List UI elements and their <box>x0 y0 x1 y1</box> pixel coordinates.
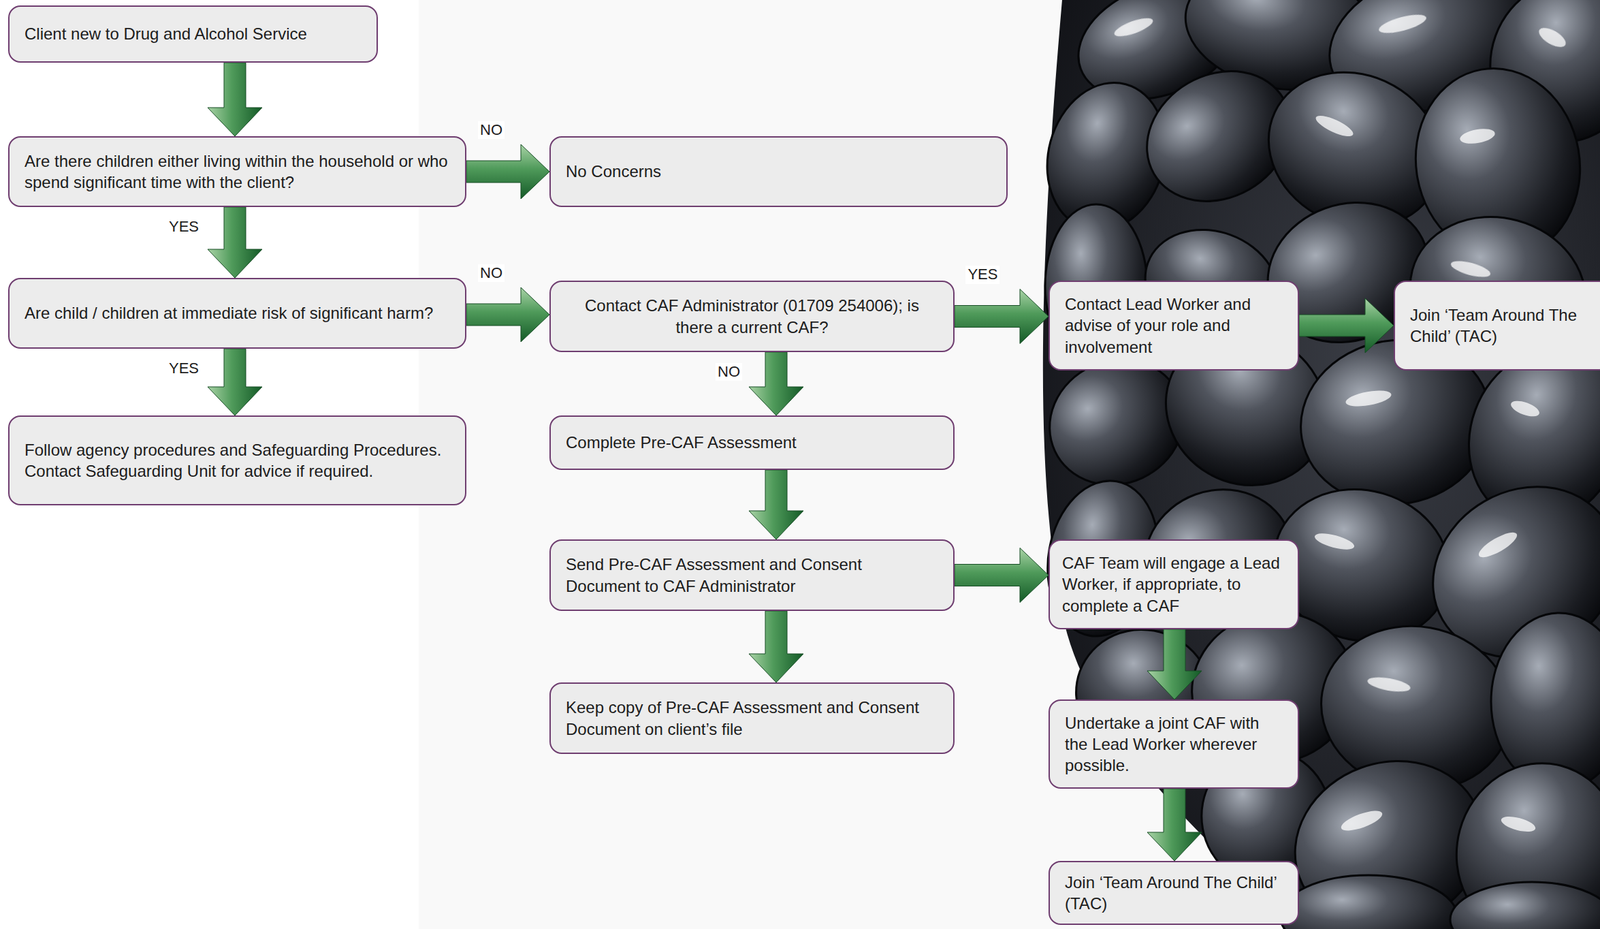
flow-arrow <box>207 62 263 137</box>
flow-arrow <box>207 206 263 278</box>
edge-label: NO <box>715 362 743 381</box>
box-text: Follow agency procedures and Safeguardin… <box>24 439 451 482</box>
process-box: Join ‘Team Around The Child’ (TAC) <box>1393 280 1600 371</box>
blob-highlight <box>1508 397 1542 420</box>
box-text: Keep copy of Pre-CAF Assessment and Cons… <box>565 696 939 739</box>
box-text: Join ‘Team Around The Child’ (TAC) <box>1064 871 1283 914</box>
flow-arrow <box>748 469 804 540</box>
flow-arrow <box>1147 629 1202 700</box>
process-box: Contact Lead Worker and advise of your r… <box>1048 280 1300 371</box>
edge-label: NO <box>477 264 505 282</box>
edge-label: YES <box>166 359 201 378</box>
process-box: Follow agency procedures and Safeguardin… <box>8 415 467 506</box>
process-box: CAF Team will engage a Lead Worker, if a… <box>1048 539 1300 630</box>
blob-highlight <box>1449 258 1493 281</box>
blob-highlight <box>1112 14 1156 40</box>
blob-highlight <box>1475 527 1520 562</box>
flow-arrow <box>954 548 1049 603</box>
process-box: Client new to Drug and Alcohol Service <box>8 5 378 63</box>
box-text: Are child / children at immediate risk o… <box>24 302 451 324</box>
box-text: Complete Pre-CAF Assessment <box>565 431 939 453</box>
flow-arrow <box>207 348 263 416</box>
blob-highlight <box>1499 813 1538 835</box>
box-text: Are there children either living within … <box>24 150 451 193</box>
blob-highlight <box>1366 674 1412 695</box>
flow-arrow <box>748 610 804 683</box>
blob-highlight <box>1313 530 1357 553</box>
process-box: Contact CAF Administrator (01709 254006)… <box>549 280 955 352</box>
process-box: Are child / children at immediate risk o… <box>8 277 467 349</box>
process-box: Keep copy of Pre-CAF Assessment and Cons… <box>549 682 955 754</box>
flow-arrow <box>748 352 804 416</box>
blob-highlight <box>1344 387 1393 410</box>
blob-bubble <box>1450 881 1600 929</box>
flow-arrow <box>1147 788 1202 861</box>
box-text: Undertake a joint CAF with the Lead Work… <box>1064 712 1283 777</box>
box-text: CAF Team will engage a Lead Worker, if a… <box>1062 552 1286 617</box>
blob-highlight <box>1536 23 1569 51</box>
box-text: Client new to Drug and Alcohol Service <box>24 23 362 45</box>
process-box: Complete Pre-CAF Assessment <box>549 415 955 470</box>
blob-highlight <box>1377 10 1429 37</box>
blob-highlight <box>1313 111 1356 141</box>
flow-arrow <box>466 287 550 342</box>
edge-label: YES <box>965 265 1000 284</box>
process-box: Join ‘Team Around The Child’ (TAC) <box>1048 860 1300 925</box>
process-box: Are there children either living within … <box>8 136 467 207</box>
blob-bubble <box>1436 744 1600 929</box>
box-text: Contact Lead Worker and advise of your r… <box>1064 293 1283 358</box>
process-box: Undertake a joint CAF with the Lead Work… <box>1048 699 1300 789</box>
process-box: Send Pre-CAF Assessment and Consent Docu… <box>549 539 955 611</box>
blob-bubbles <box>1028 0 1600 929</box>
edge-label: YES <box>166 217 201 236</box>
box-text: Join ‘Team Around The Child’ (TAC) <box>1410 304 1596 347</box>
flow-arrow <box>466 144 550 199</box>
box-text: Contact CAF Administrator (01709 254006)… <box>584 294 920 338</box>
blob-highlight <box>1459 126 1497 147</box>
flow-arrow <box>954 289 1049 344</box>
box-text: Send Pre-CAF Assessment and Consent Docu… <box>565 553 939 596</box>
edge-label: NO <box>477 121 505 139</box>
blob-highlight <box>1339 806 1385 835</box>
box-text: No Concerns <box>565 160 992 182</box>
blob-bubble <box>1280 874 1458 929</box>
process-box: No Concerns <box>549 136 1008 207</box>
flow-arrow <box>1299 298 1394 353</box>
